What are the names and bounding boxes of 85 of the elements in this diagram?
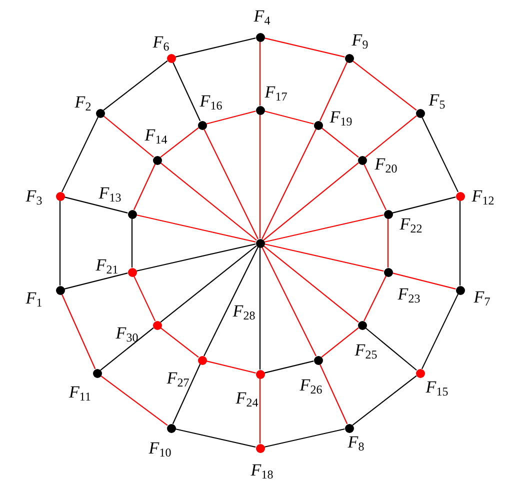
vertex-label: F$_{11}$: [69, 384, 91, 400]
graph-edge: [133, 164, 156, 210]
graph-edge: [136, 243, 256, 272]
vertex-label: F$_{20}$: [374, 156, 398, 172]
vertex-label: F$_{3}$: [26, 188, 42, 204]
vertex-label: F$_{13}$: [98, 184, 122, 202]
graph-edge: [103, 115, 154, 158]
vertex-label: F$_{24}$: [236, 390, 258, 406]
vertex-label: F$_{30}$: [116, 324, 138, 342]
graph-edge: [160, 127, 199, 158]
graph-edge: [64, 272, 128, 290]
graph-edge: [259, 378, 261, 444]
vertex-label: F$_{1}$: [26, 290, 42, 306]
graph-edge: [100, 327, 154, 371]
graph-edge: [421, 294, 459, 370]
graph-edge: [175, 38, 256, 58]
graph-edge: [321, 327, 359, 358]
graph-edge: [175, 428, 256, 448]
region-label: F$_{28}$: [232, 302, 256, 320]
graph-edge: [61, 116, 99, 192]
graph-edge: [133, 276, 156, 322]
vertex-label: F$_{26}$: [300, 376, 322, 394]
graph-edge: [264, 243, 384, 272]
graph-edge: [100, 375, 168, 426]
vertex-label: F$_{9}$: [352, 32, 368, 48]
graph-edge: [64, 196, 128, 214]
graph-edge: [206, 360, 256, 374]
graph-edge: [172, 364, 201, 424]
vertex-label: F$_{27}$: [166, 370, 190, 386]
graph-edge: [172, 62, 201, 122]
graph-edge: [352, 375, 417, 426]
graph-edge: [206, 110, 256, 124]
vertex-label: F$_{7}$: [474, 288, 490, 306]
vertex-label: F$_{16}$: [200, 92, 222, 110]
vertex-label: F$_{25}$: [354, 342, 378, 358]
graph-edge: [59, 200, 61, 286]
vertex-label: F$_{12}$: [472, 188, 494, 204]
vertex-label: F$_{15}$: [426, 378, 448, 396]
graph-edge: [160, 327, 199, 358]
graph-edge: [264, 38, 345, 58]
graph-edge: [264, 214, 384, 243]
graph-edge: [259, 248, 261, 370]
graph-edge: [263, 245, 359, 323]
graph-edge: [262, 128, 316, 240]
graph-edge: [421, 116, 459, 192]
graph-edge: [319, 62, 348, 122]
vertex-label: F$_{4}$: [254, 8, 270, 24]
graph-edge: [365, 115, 417, 158]
graph-edge: [160, 245, 257, 323]
graph-edge: [264, 428, 345, 448]
graph-edge: [319, 364, 348, 424]
vertex-label: F$_{22}$: [400, 216, 422, 232]
graph-edge: [259, 114, 261, 238]
graph-edge: [136, 214, 256, 243]
graph-edge: [160, 162, 257, 241]
vertex-label: F$_{19}$: [330, 108, 352, 126]
vertex-label: F$_{17}$: [264, 84, 288, 100]
graph-edge: [259, 42, 261, 106]
graph-edge: [365, 327, 417, 371]
graph-edge: [204, 246, 258, 356]
vertex-label: F$_{10}$: [148, 440, 172, 456]
vertex-label: F$_{5}$: [428, 92, 446, 108]
vertex-label: F$_{21}$: [96, 256, 118, 274]
graph-edge: [392, 196, 456, 214]
vertex-label: F$_{14}$: [144, 126, 168, 144]
graph-edge: [262, 246, 316, 356]
graph-edge: [321, 127, 359, 158]
graph-edge: [131, 218, 133, 268]
vertex-label: F$_{6}$: [152, 34, 170, 50]
graph-edge: [459, 200, 461, 286]
graph-edge: [61, 294, 96, 370]
graph-edge: [204, 128, 258, 240]
graph-edge: [263, 162, 359, 241]
graph-edge: [264, 360, 314, 374]
vertex-label: F$_{18}$: [250, 462, 274, 478]
vertex-label: F$_{23}$: [398, 286, 420, 302]
graph-edge: [352, 60, 417, 111]
graph-edge: [387, 218, 389, 268]
vertex-label: F$_{8}$: [348, 434, 364, 450]
graph-edge: [103, 60, 168, 111]
graph-edge: [392, 272, 456, 290]
graph-edge: [264, 110, 314, 124]
graph-edge: [363, 164, 387, 210]
graph-edge: [363, 276, 387, 322]
vertex-label: F$_{2}$: [74, 94, 92, 110]
